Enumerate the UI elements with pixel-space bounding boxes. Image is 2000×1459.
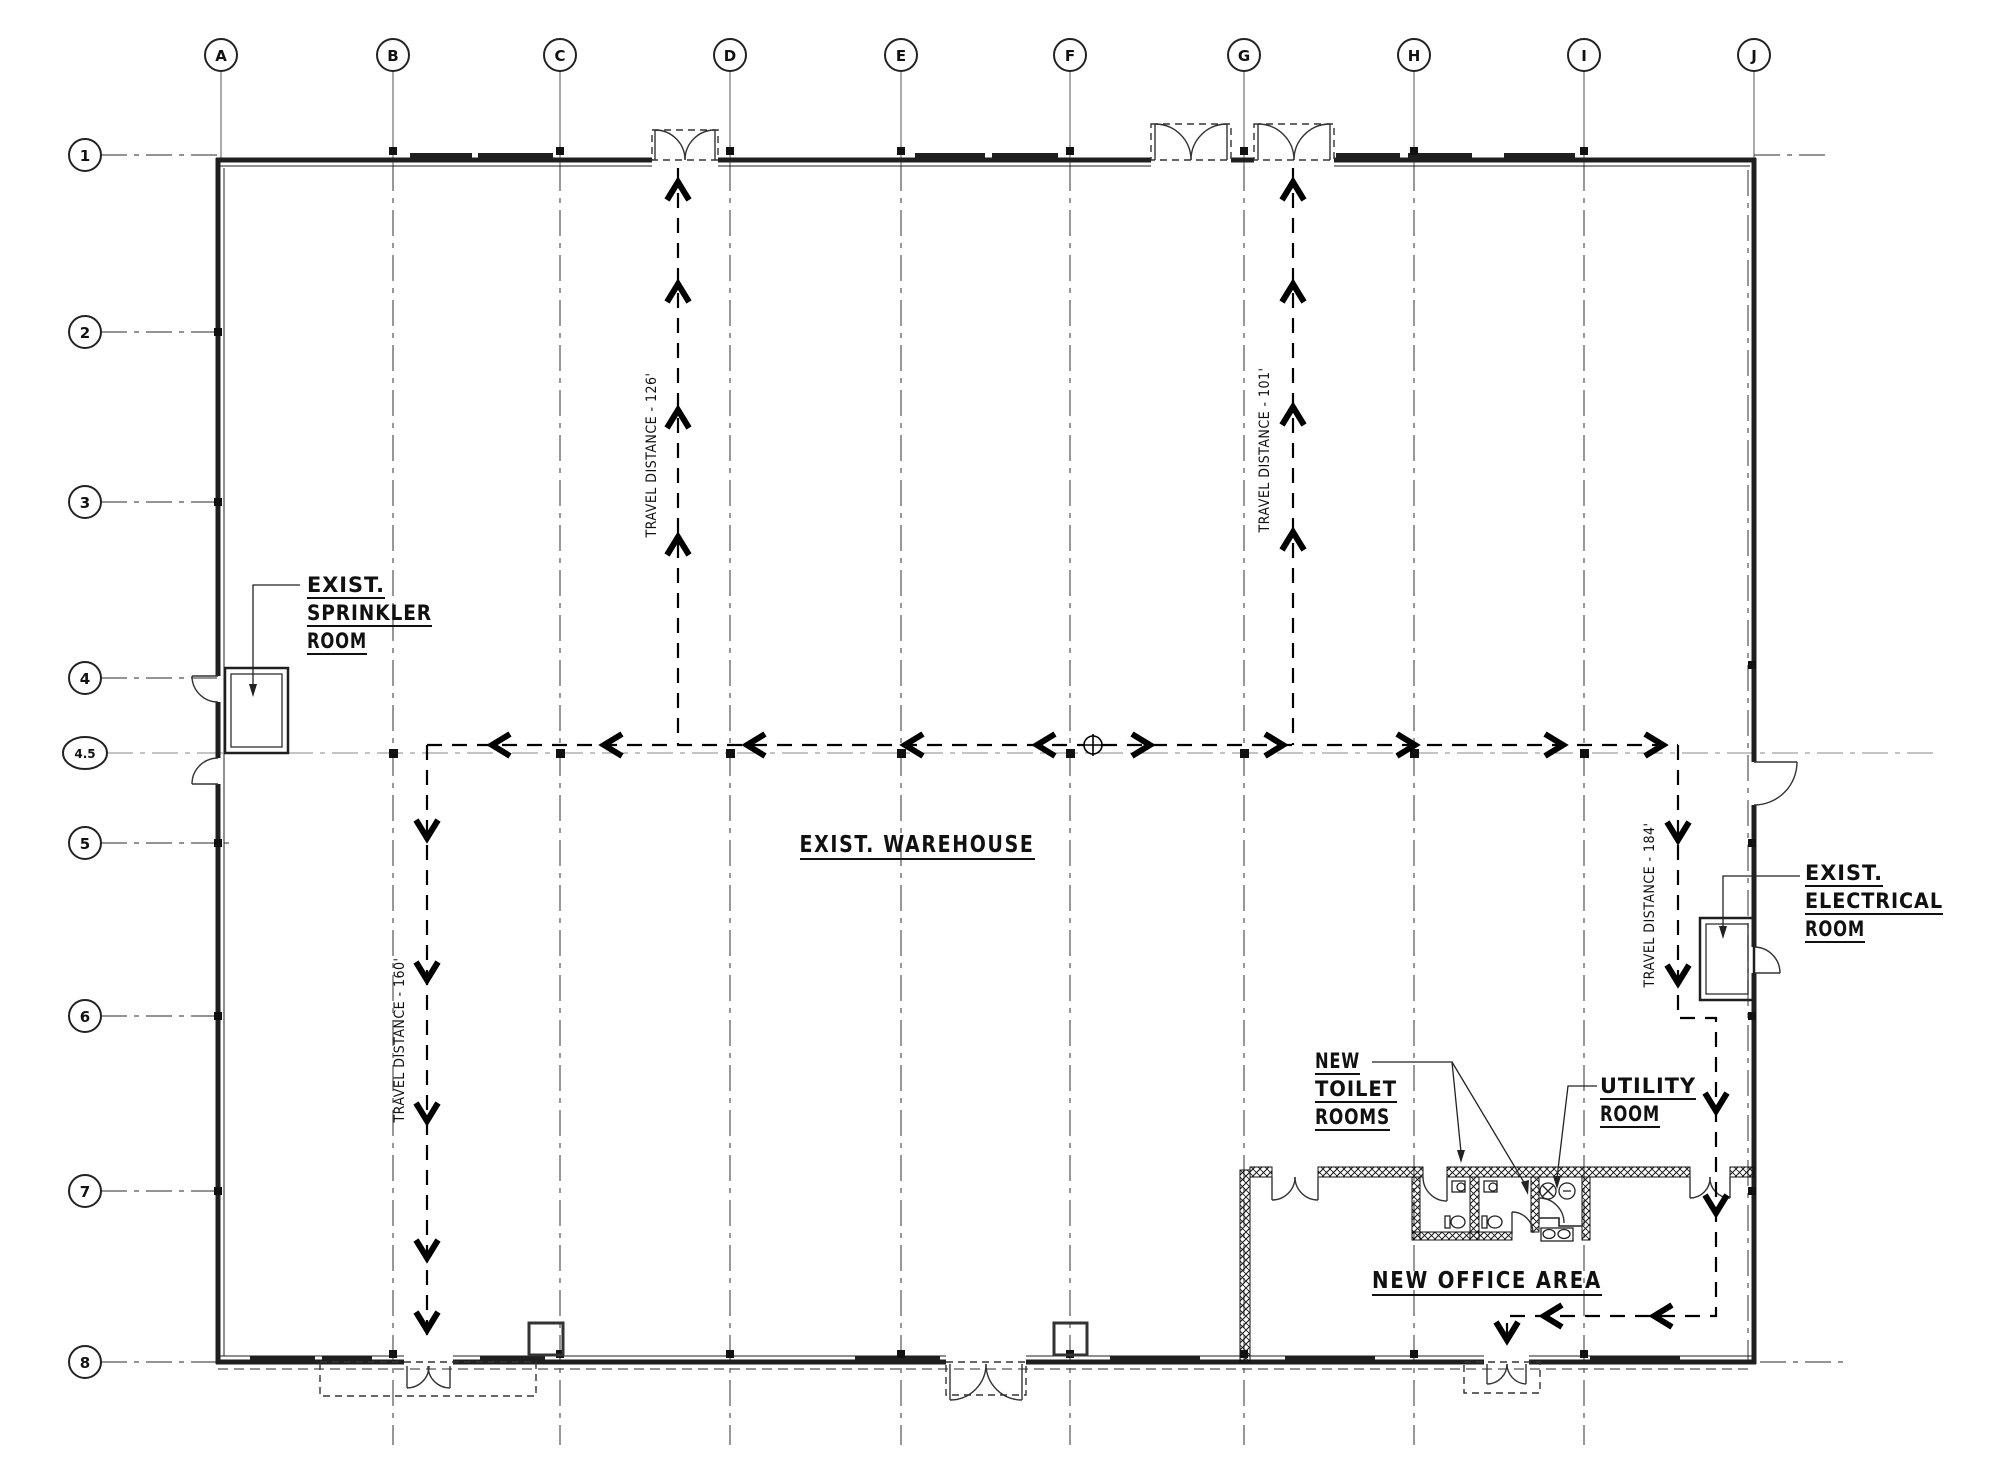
utility-label-line2: ROOM	[1600, 1102, 1660, 1126]
sprinkler-room	[223, 666, 290, 755]
row-bubble-6: 6	[80, 1008, 90, 1026]
office-west-double-door	[1271, 1176, 1319, 1201]
west-door-lower	[191, 757, 219, 785]
south-door-east	[1463, 1361, 1541, 1394]
column-bubble-d: D	[724, 47, 736, 65]
sprinkler-label-line3: ROOM	[307, 629, 367, 653]
grid-bubbles: A B C D E F G H I J 1 2 3 4 4.5 5 6 7 8	[62, 38, 1771, 1379]
row-bubble-3: 3	[80, 494, 90, 512]
north-door-g-west	[1150, 123, 1232, 161]
travel-distance-101-label: TRAVEL DISTANCE - 101'	[1257, 368, 1273, 534]
south-door-west	[319, 1361, 537, 1397]
exterior-doors	[191, 123, 1798, 1401]
row-bubble-1: 1	[80, 147, 90, 165]
row-bubble-8: 8	[80, 1354, 90, 1372]
west-door-upper	[191, 675, 219, 703]
row-bubble-2: 2	[80, 324, 90, 342]
toilet-label-line1: NEW	[1315, 1049, 1360, 1073]
electrical-room-label: EXIST. ELECTRICAL ROOM	[1805, 861, 1943, 943]
toilet-room-1-door	[1422, 1176, 1448, 1202]
column-bubble-b: B	[387, 47, 398, 65]
column-bubble-i: I	[1581, 47, 1587, 65]
north-door-g-east	[1253, 123, 1335, 161]
column-grid	[101, 71, 1940, 1445]
travel-path-184	[1505, 745, 1718, 1340]
electrical-room	[1698, 916, 1756, 1002]
column-bubble-j: J	[1750, 47, 1757, 65]
east-door-warehouse	[1753, 761, 1798, 806]
sprinkler-label-line1: EXIST.	[307, 573, 385, 597]
toilet-rooms-label: NEW TOILET ROOMS	[1315, 1049, 1397, 1131]
leader-arrowheads	[249, 684, 1727, 1195]
column-bubble-c: C	[554, 47, 565, 65]
toilet-fixtures	[1444, 1180, 1503, 1229]
row-bubble-4: 4	[80, 670, 90, 688]
column-bubble-h: H	[1408, 47, 1421, 65]
south-door-center	[945, 1361, 1027, 1401]
column-bubble-g: G	[1238, 47, 1250, 65]
toilet-label-line2: TOILET	[1315, 1077, 1397, 1101]
east-door-electrical	[1753, 946, 1781, 974]
row-bubble-4-5: 4.5	[74, 747, 95, 761]
utility-room-door	[1538, 1197, 1565, 1224]
wall-equipment-box-1	[527, 1321, 565, 1357]
electrical-label-line2: ELECTRICAL	[1805, 889, 1943, 913]
leader-lines	[252, 584, 1800, 1185]
column-bubble-e: E	[896, 47, 906, 65]
travel-distance-184-label: TRAVEL DISTANCE - 184'	[1642, 823, 1658, 989]
electrical-label-line1: EXIST.	[1805, 861, 1883, 885]
column-bubble-a: A	[215, 47, 227, 65]
office-area-label: NEW OFFICE AREA	[1372, 1268, 1602, 1294]
north-door-d	[651, 129, 719, 161]
row-bubble-5: 5	[80, 835, 90, 853]
warehouse-label: EXIST. WAREHOUSE	[800, 832, 1035, 858]
electrical-label-line3: ROOM	[1805, 917, 1865, 941]
utility-fixtures	[1539, 1182, 1582, 1242]
sprinkler-room-label: EXIST. SPRINKLER ROOM	[307, 573, 432, 655]
toilet-room-2-door	[1511, 1211, 1534, 1234]
office-area	[1239, 1166, 1755, 1363]
column-bubble-f: F	[1065, 47, 1075, 65]
sprinkler-label-line2: SPRINKLER	[307, 601, 432, 625]
text-labels: EXIST. WAREHOUSE NEW OFFICE AREA EXIST. …	[307, 368, 1943, 1296]
wall-equipment-box-2	[1052, 1321, 1089, 1357]
egress-paths	[416, 168, 1727, 1340]
toilet-label-line3: ROOMS	[1315, 1105, 1390, 1129]
travel-distance-126-label: TRAVEL DISTANCE - 126'	[644, 373, 660, 539]
utility-label-line1: UTILITY	[1600, 1074, 1696, 1098]
utility-room-label: UTILITY ROOM	[1600, 1074, 1696, 1128]
common-path-node	[1082, 734, 1104, 756]
office-west-wall	[1239, 1169, 1251, 1363]
row-bubble-7: 7	[80, 1183, 90, 1201]
travel-distance-160-label: TRAVEL DISTANCE - 160'	[392, 958, 408, 1124]
